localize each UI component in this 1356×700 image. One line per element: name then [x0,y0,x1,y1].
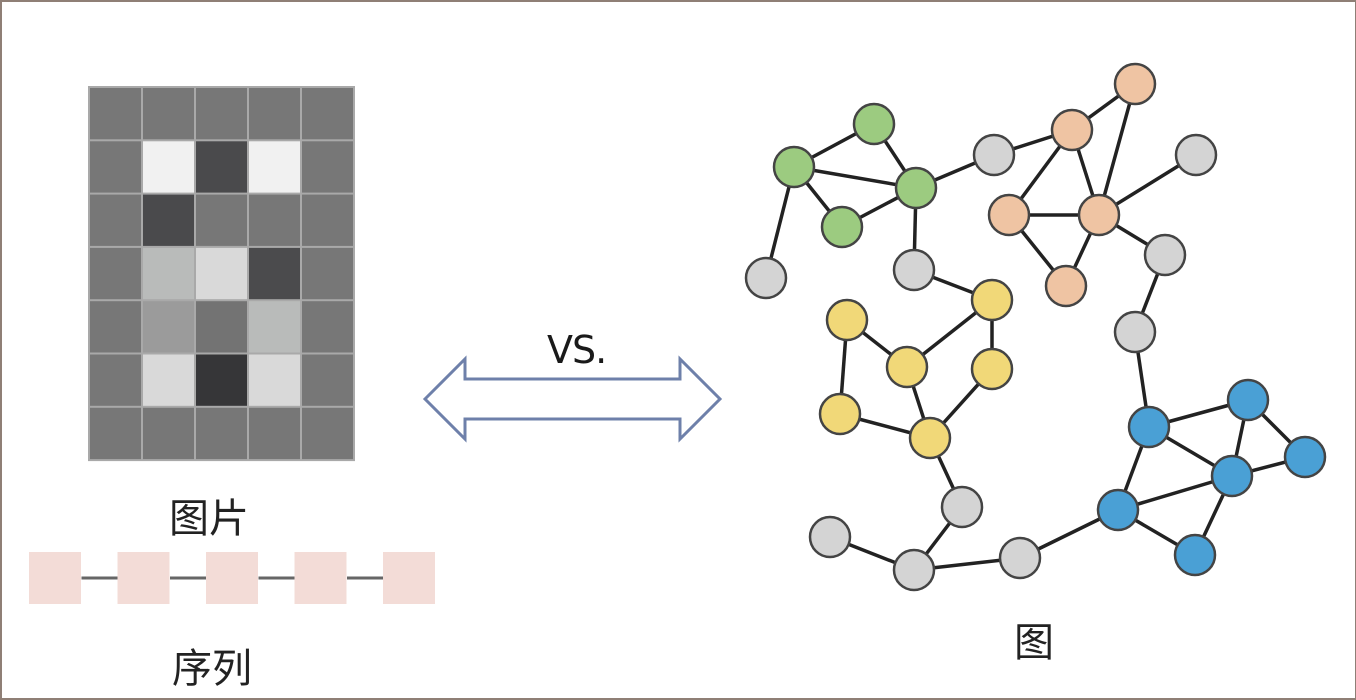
graph-node-blue [1096,488,1140,532]
graph-node-blue [1173,533,1217,577]
sequence-chain [29,552,435,604]
grid-cell [196,354,247,406]
graph-node-yellow [885,345,929,389]
graph-node-yellow [908,416,952,460]
graph-node-blue [1283,435,1327,479]
graph-node-yellow [970,278,1014,322]
grid-cell [90,141,141,193]
graph-label: 图 [1014,620,1054,666]
grid-cell [143,247,194,300]
graph-node-orange [1113,62,1157,106]
graph-node-orange [1044,264,1088,308]
graph-node-grey [1143,233,1187,277]
grid-cell [90,354,141,406]
sequence-box [294,552,347,604]
grid-cell [302,88,353,140]
graph-node-green [894,166,938,210]
graph-node-orange [1077,193,1121,237]
graph-node-yellow [970,347,1014,391]
graph-node-grey [744,256,788,300]
grid-cell [143,301,194,353]
grid-cell [249,88,300,140]
grid-cell [143,141,194,193]
grid-cell [196,194,247,246]
graph-node-grey [1113,310,1157,354]
graph-node-orange [987,193,1031,237]
grid-cell [302,301,353,353]
sequence-label: 序列 [172,646,252,692]
graph-node-green [772,145,816,189]
graph-node-blue [1127,405,1171,449]
graph-node-grey [972,133,1016,177]
double-arrow-icon [422,355,723,443]
graph-node-green [852,102,896,146]
grid-cell [249,407,300,460]
graph-node-blue [1226,378,1270,422]
grid-cell [143,407,194,460]
grid-cell [90,407,141,460]
graph-node-grey [1174,133,1218,177]
grid-cell [196,141,247,193]
graph-nodes [744,62,1327,592]
grid-cell [249,247,300,300]
grid-cell [143,354,194,406]
grid-cell [249,194,300,246]
graph-node-green [820,205,864,249]
grid-cell [249,301,300,353]
grid-cell [90,301,141,353]
graph-node-blue [1210,454,1254,498]
image-pixel-grid [88,86,355,462]
graph-node-grey [998,536,1042,580]
sequence-box [383,552,435,604]
grid-cell [196,247,247,300]
grid-cell [302,354,353,406]
grid-cell [196,301,247,353]
grid-cell [90,88,141,140]
graph-node-grey [892,248,936,292]
sequence-box [206,552,258,604]
grid-cell [302,407,353,460]
vs-label: VS. [547,328,607,372]
grid-cell [196,88,247,140]
graph-node-grey [940,485,984,529]
grid-cell [90,247,141,300]
grid-cell [196,407,247,460]
image-label: 图片 [169,496,249,542]
grid-cell [143,194,194,246]
graph-node-grey [808,515,852,559]
graph-node-yellow [825,298,869,342]
graph-node-orange [1050,108,1094,152]
sequence-box [117,552,170,604]
grid-cell [143,88,194,140]
grid-cell [302,141,353,193]
graph-edge [1097,83,1137,216]
grid-cell [302,247,353,300]
grid-cell [90,194,141,246]
graph-node-yellow [818,392,862,436]
graph-node-grey [892,548,936,592]
grid-cell [249,354,300,406]
grid-cell [249,141,300,193]
sequence-box [29,552,81,604]
grid-cell [302,194,353,246]
